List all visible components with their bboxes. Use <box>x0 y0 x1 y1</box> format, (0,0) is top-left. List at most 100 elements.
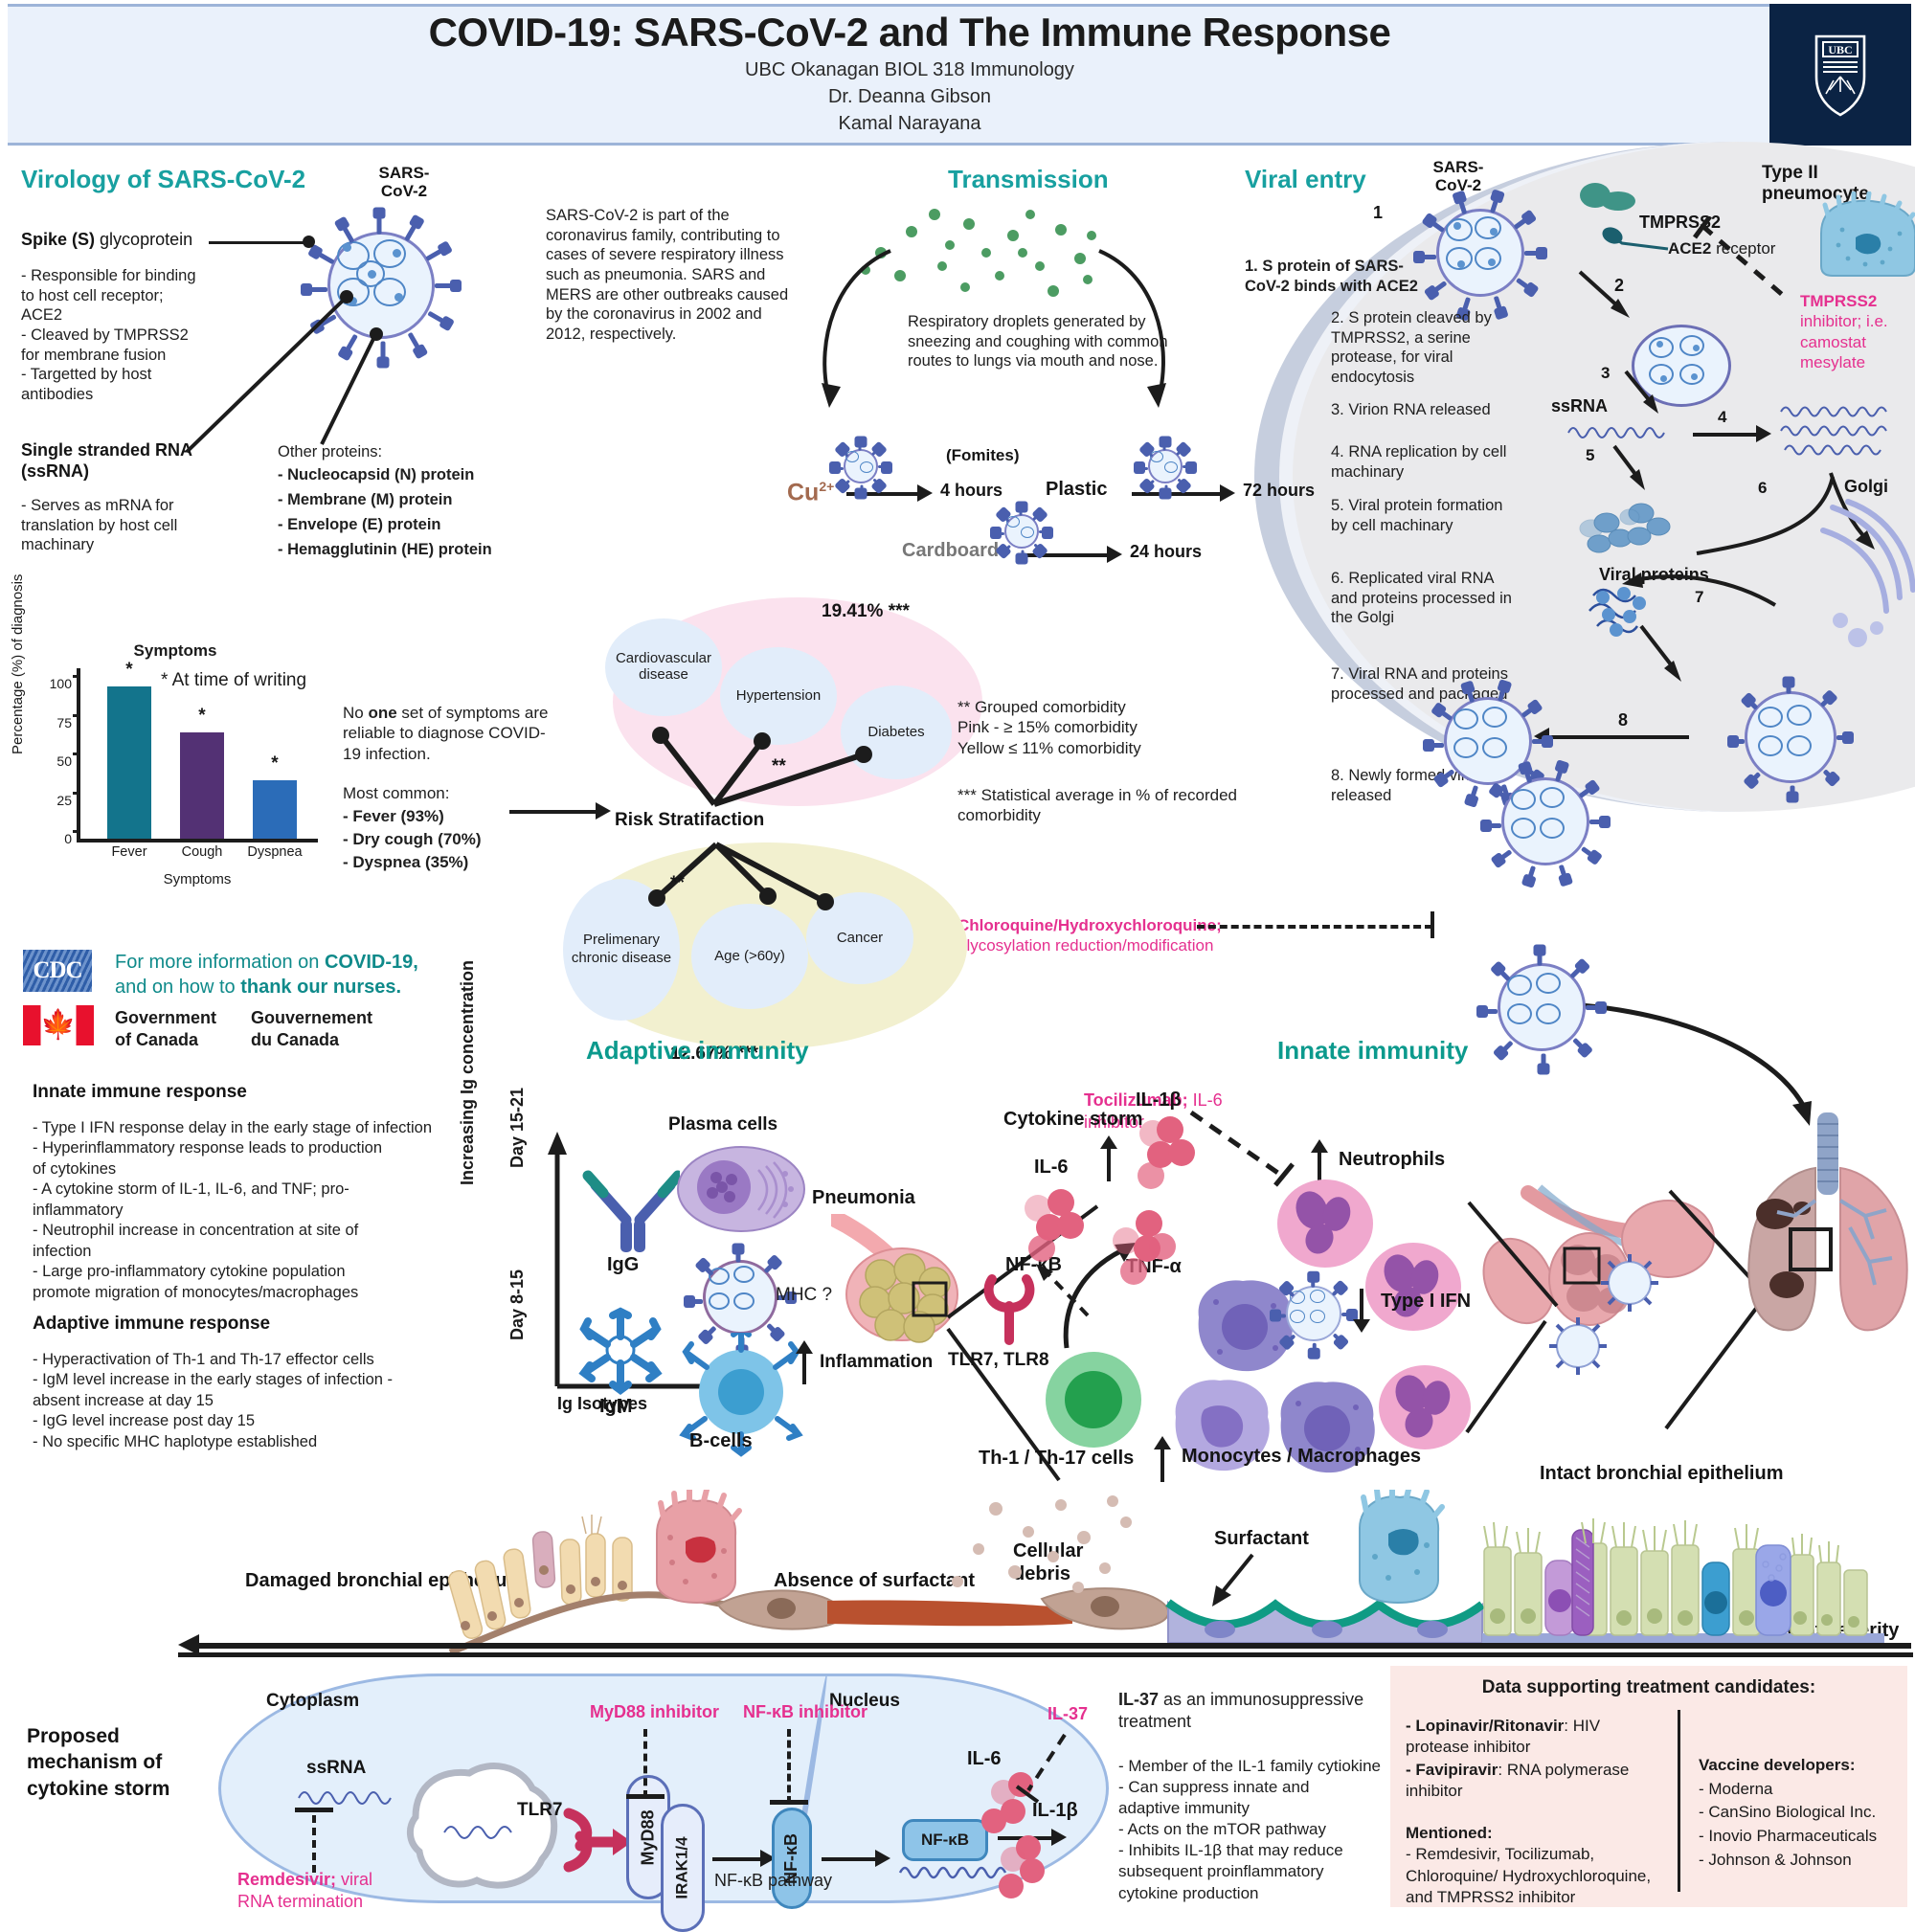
myd88-inhibitor-dashed <box>643 1729 647 1798</box>
virus-particle-small-copper <box>835 440 892 494</box>
tocilizumab-label: Tocilizumab; IL-6 inhibitor <box>1084 1090 1247 1134</box>
remdesivir-dashed-line <box>312 1815 316 1873</box>
plasma-cell-icon <box>677 1146 805 1232</box>
neutrophils-label: Neutrophils <box>1339 1149 1446 1170</box>
node-preliminary-chronic-disease: Prelimenary chronic disease <box>563 879 680 1021</box>
vaccine-jnj: - Johnson & Johnson <box>1699 1850 1852 1869</box>
mechanism-ssrna-label: ssRNA <box>306 1758 367 1778</box>
igg-label: IgG <box>607 1254 640 1275</box>
tlr7-receptor-icon <box>563 1808 632 1873</box>
macrophage-cell-1 <box>1198 1280 1293 1372</box>
cdc-info-nurses-link[interactable]: thank our nurses. <box>240 977 402 998</box>
chart-ytick-75: 75 <box>56 713 80 730</box>
other-protein-he: - Hemagglutinin (HE) protein <box>278 541 492 558</box>
spike-bullets: - Responsible for binding to host cell r… <box>21 267 196 403</box>
type-ii-pneumocyte-icon <box>1820 191 1915 277</box>
plastic-arrow-line <box>1132 492 1222 496</box>
released-virion-inside-cell <box>1733 682 1854 798</box>
chart-annotation-fever: * <box>125 660 133 681</box>
node-cardiovascular-disease: Cardiovascular disease <box>605 618 722 716</box>
chart-x-axis-label: Symptoms <box>163 871 232 887</box>
government-of-canada-label-en[interactable]: Government of Canada <box>115 1008 217 1049</box>
section-heading-transmission: Transmission <box>948 165 1109 193</box>
chart-annotation-dyspnea: * <box>271 753 279 774</box>
comorbidity-legend-statistical: *** Statistical average in % of recorded… <box>958 786 1237 825</box>
neutrophil-cell-3 <box>1379 1365 1471 1449</box>
b-cells-label: B-cells <box>689 1430 753 1451</box>
il6-cytokine-dots <box>1025 1189 1084 1262</box>
risk-arrow-line <box>509 810 597 814</box>
viral-entry-step-number-2: 2 <box>1614 276 1625 295</box>
myd88-inhibitor-label: MyD88 inhibitor <box>590 1702 720 1721</box>
nucleus-label: Nucleus <box>829 1691 900 1711</box>
spike-glycoprotein-label: Spike (S) glycoprotein <box>21 230 193 249</box>
ssrna-strand-single <box>1567 427 1665 438</box>
cdc-logo[interactable]: CDC <box>23 950 92 992</box>
other-protein-e: - Envelope (E) protein <box>278 516 441 533</box>
innate-immune-response-bullets: - Type I IFN response delay in the early… <box>33 1119 433 1301</box>
ig-y-axis-label: Increasing Ig concentration <box>458 959 477 1185</box>
section-heading-adaptive-immunity: Adaptive immunity <box>586 1036 809 1065</box>
node-age-over-60: Age (>60y) <box>691 904 808 1009</box>
pink-group-star: ** <box>772 756 786 776</box>
chart-ytick-0: 0 <box>64 830 80 846</box>
symptoms-bar-chart: Symptoms Percentage (%) of diagnosis 0 2… <box>10 574 333 887</box>
virus-presented-to-bcell <box>687 1245 797 1351</box>
release-arrow-down <box>1639 624 1681 682</box>
chloroquine-dashed-line <box>1197 925 1432 929</box>
sars-cov-2-particle-entry-icon <box>1419 191 1547 315</box>
virus-particle-small-plastic <box>1139 440 1197 494</box>
viral-entry-step-number-4: 4 <box>1718 408 1727 426</box>
tocilizumab-bold: Tocilizumab; <box>1084 1090 1188 1110</box>
chart-bar-cough <box>180 732 224 839</box>
nfkb-inhibitor-label: NF-κB inhibitor <box>743 1702 868 1721</box>
severity-arrow-line <box>197 1643 1911 1649</box>
treatment-favipiravir-bold: - Favipiravir <box>1406 1761 1498 1780</box>
nfkb-translocation-arrow-line <box>822 1857 877 1861</box>
tnfa-cytokine-dots <box>1113 1210 1176 1285</box>
sars-cov-2-particle-icon <box>304 209 462 363</box>
chloroquine-inhibit-bar <box>1431 911 1434 938</box>
no-one-symptom-text: No one set of symptoms are reliable to d… <box>343 704 549 763</box>
chart-footnote-star: * At time of writing <box>161 670 307 690</box>
neutrophils-arrow-stem <box>1318 1151 1321 1185</box>
tlr7-tlr8-label: TLR7, TLR8 <box>948 1350 1049 1370</box>
intact-bronchial-epithelium-label: Intact bronchial epithelium <box>1540 1463 1784 1484</box>
viral-entry-step-number-6: 6 <box>1758 479 1768 497</box>
packaging-arrow-7 <box>1622 573 1777 607</box>
viral-entry-step-4: 4. RNA replication by cell machinary <box>1331 443 1507 481</box>
cytoplasm-label: Cytoplasm <box>266 1691 360 1711</box>
government-of-canada-label-fr[interactable]: Gouvernement du Canada <box>251 1008 373 1049</box>
treatment-lopinavir-rest: : HIV protease inhibitor <box>1406 1717 1601 1757</box>
cdc-info-text[interactable]: For more information on COVID-19, and on… <box>115 950 431 1000</box>
il37-inhibitor-label: IL-37 <box>1048 1704 1089 1723</box>
other-proteins-leader-line <box>320 327 383 445</box>
inflammation-arrow-up <box>796 1340 813 1354</box>
treatment-favipiravir: - Favipiravir: RNA polymerase inhibitor <box>1406 1760 1666 1802</box>
viral-proteins-icon <box>1579 503 1671 553</box>
viral-entry-step-3: 3. Virion RNA released <box>1331 401 1491 418</box>
cdc-info-text-part1: For more information on <box>115 952 325 973</box>
surface-cardboard-time: 24 hours <box>1130 542 1203 561</box>
spike-leader-line <box>209 241 306 244</box>
chart-title: Symptoms <box>133 641 217 660</box>
risk-connectors-yellow <box>648 842 834 910</box>
b-cell-icon <box>679 1333 803 1457</box>
chart-y-axis-label: Percentage (%) of diagnosis <box>10 573 26 754</box>
treatments-divider <box>1678 1710 1680 1892</box>
lungs-icon <box>1747 1112 1908 1332</box>
cardboard-arrow-head <box>1107 546 1122 563</box>
page-title: COVID-19: SARS-CoV-2 and The Immune Resp… <box>428 10 1391 55</box>
plastic-arrow-head <box>1220 484 1235 502</box>
cdc-info-covid-link[interactable]: COVID-19, <box>324 952 418 973</box>
droplet-spread-arrows <box>822 249 1166 408</box>
vaccine-cansino: - CanSino Biological Inc. <box>1699 1803 1877 1822</box>
ssrna-strands-replicated <box>1780 406 1887 456</box>
il37-title-bold: IL-37 <box>1118 1690 1160 1709</box>
viral-entry-step-5: 5. Viral protein formation by cell machi… <box>1331 497 1503 534</box>
remdesivir-label: Remdesivir; viral RNA termination <box>237 1869 429 1912</box>
plasma-cells-label: Plasma cells <box>668 1114 778 1134</box>
ubc-shield-icon: UBC <box>1814 34 1866 117</box>
inflammation-label: Inflammation <box>820 1352 934 1372</box>
absence-of-surfactant-label: Absence of surfactant <box>774 1570 976 1591</box>
